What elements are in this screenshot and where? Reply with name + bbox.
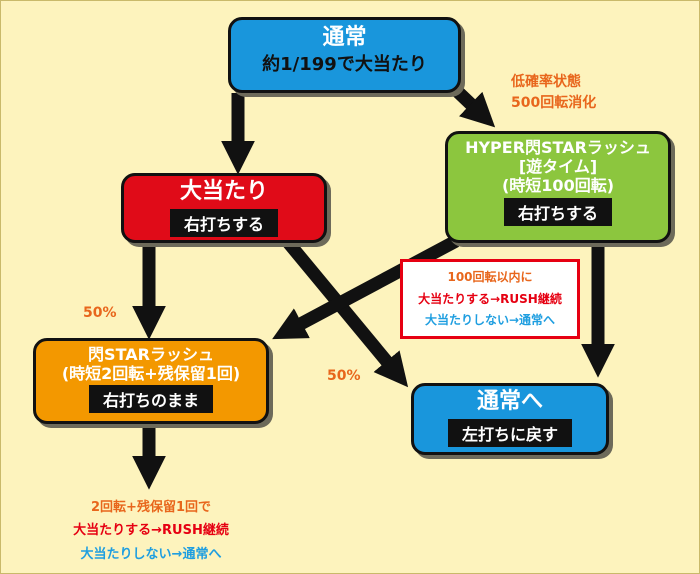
jackpot-title: 大当たり (179, 179, 268, 204)
hyper-detail: (時短100回転) (501, 176, 615, 196)
hyper-note-line3: 大当たりしない→通常へ (424, 313, 556, 328)
normal-start-title: 通常 (322, 25, 367, 50)
senstar-action-badge: 右打ちのまま (88, 385, 213, 414)
hyper-subtitle: [遊タイム] (518, 157, 598, 177)
senstar-box: 閃STARラッシュ (時短2回転+残保留1回) 右打ちのまま (33, 338, 269, 424)
to-normal-action-badge: 左打ちに戻す (447, 419, 572, 448)
bottom-note-line3: 大当たりしない→通常へ (80, 546, 222, 562)
to-normal-title: 通常へ (476, 389, 543, 414)
percent-mid-label: 50% (327, 368, 361, 384)
bottom-note-line2: 大当たりする→RUSH継続 (73, 523, 229, 539)
jackpot-box: 大当たり 右打ちする (121, 173, 327, 243)
bottom-note-line1: 2回転+残保留1回で (91, 500, 211, 515)
arrow-hyper-to-senstar (272, 235, 460, 340)
hyper-box: HYPER閃STARラッシュ [遊タイム] (時短100回転) 右打ちする (445, 131, 671, 243)
senstar-title: 閃STARラッシュ (88, 345, 214, 364)
jackpot-action-badge: 右打ちする (169, 209, 278, 238)
hyper-title: HYPER閃STARラッシュ (465, 138, 651, 157)
percent-left-label: 50% (83, 305, 117, 321)
normal-start-box: 通常 約1/199で大当たり (228, 17, 461, 93)
hyper-note-line2: 大当たりする→RUSH継続 (418, 291, 562, 306)
hyper-action-badge: 右打ちする (503, 197, 612, 226)
to-normal-box: 通常へ 左打ちに戻す (411, 383, 609, 455)
normal-start-probability: 約1/199で大当たり (262, 54, 427, 76)
low-probability-label: 低確率状態 (511, 74, 581, 90)
senstar-condition-note: 2回転+残保留1回で 大当たりする→RUSH継続 大当たりしない→通常へ (31, 496, 271, 566)
hyper-condition-note: 100回転以内に 大当たりする→RUSH継続 大当たりしない→通常へ (400, 259, 580, 339)
senstar-detail: (時短2回転+残保留1回) (61, 364, 241, 384)
spins-500-label: 500回転消化 (511, 95, 597, 111)
hyper-note-line1: 100回転以内に (447, 270, 533, 284)
